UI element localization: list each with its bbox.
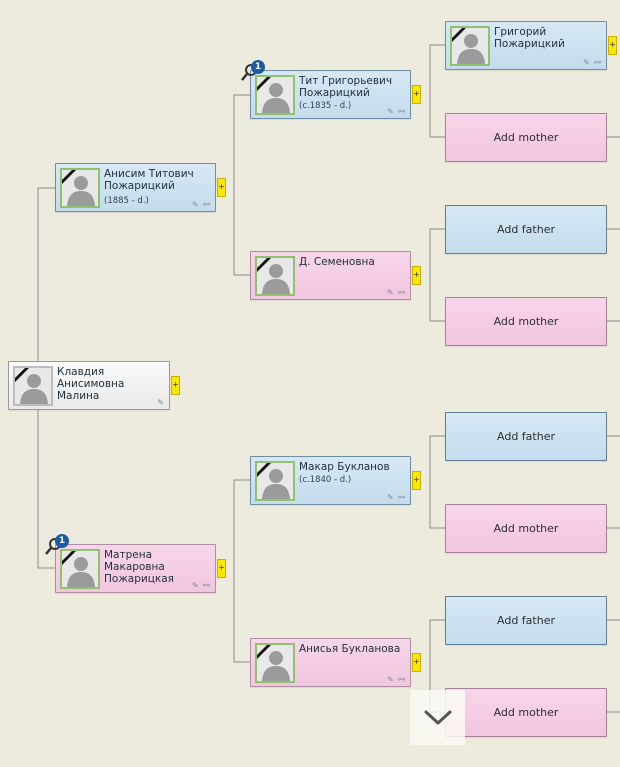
person-card-paternal-grandfather[interactable]: Тит Григорьевич Пожарицкий (c.1835 - d.)… bbox=[250, 70, 411, 119]
person-card-great-grandfather[interactable]: Григорий Пожарицкий ✎ ⚯ bbox=[445, 21, 607, 70]
add-mother-label: Add mother bbox=[493, 131, 559, 144]
silhouette-icon bbox=[255, 256, 295, 296]
expand-mm-button[interactable]: + bbox=[412, 653, 421, 672]
add-mother-button[interactable]: Add mother bbox=[445, 688, 607, 737]
person-name: Д. Семеновна bbox=[299, 256, 375, 268]
expand-mf-button[interactable]: + bbox=[412, 471, 421, 490]
person-dates: (1885 - d.) bbox=[104, 196, 149, 206]
silhouette-icon bbox=[255, 75, 295, 115]
person-name: Матрена Макаровна Пожарицкая bbox=[104, 549, 174, 585]
person-dates: (c.1835 - d.) bbox=[299, 101, 352, 111]
person-name: Григорий Пожарицкий bbox=[494, 26, 565, 50]
silhouette-icon bbox=[13, 366, 53, 406]
person-card-paternal-grandmother[interactable]: Д. Семеновна ✎ ⚯ bbox=[250, 251, 411, 300]
person-card-maternal-grandmother[interactable]: Анисья Букланова ✎ ⚯ bbox=[250, 638, 411, 687]
person-card-root[interactable]: Клавдия Анисимовна Малина ✎ bbox=[8, 361, 170, 410]
expand-fff-button[interactable]: + bbox=[608, 36, 617, 55]
person-dates: (c.1840 - d.) bbox=[299, 475, 352, 485]
add-mother-label: Add mother bbox=[493, 315, 559, 328]
person-card-father[interactable]: Анисим Титович Пожарицкий (1885 - d.) ✎ … bbox=[55, 163, 216, 212]
add-mother-button[interactable]: Add mother bbox=[445, 504, 607, 553]
silhouette-icon bbox=[255, 461, 295, 501]
person-name: Макар Букланов bbox=[299, 461, 390, 473]
tree-icon[interactable]: ✎ ⚯ bbox=[387, 675, 406, 684]
silhouette-icon bbox=[255, 643, 295, 683]
record-hints-badge[interactable]: 1 bbox=[55, 534, 69, 548]
chevron-down-icon bbox=[424, 710, 451, 724]
expand-root-button[interactable]: + bbox=[171, 376, 180, 395]
person-card-mother[interactable]: Матрена Макаровна Пожарицкая ✎ ⚯ bbox=[55, 544, 216, 593]
tree-icon[interactable]: ✎ ⚯ bbox=[583, 58, 602, 67]
expand-mother-button[interactable]: + bbox=[217, 559, 226, 578]
tree-icon[interactable]: ✎ ⚯ bbox=[387, 493, 406, 502]
add-mother-label: Add mother bbox=[493, 706, 559, 719]
add-mother-label: Add mother bbox=[493, 522, 559, 535]
add-father-button[interactable]: Add father bbox=[445, 412, 607, 461]
add-mother-button[interactable]: Add mother bbox=[445, 113, 607, 162]
scroll-down-button[interactable] bbox=[410, 690, 465, 745]
silhouette-icon bbox=[450, 26, 490, 66]
pencil-icon[interactable]: ✎ bbox=[157, 398, 165, 407]
person-name: Тит Григорьевич Пожарицкий bbox=[299, 75, 393, 99]
person-name: Анисья Букланова bbox=[299, 643, 401, 655]
tree-icon[interactable]: ✎ ⚯ bbox=[387, 107, 406, 116]
person-name: Анисим Титович Пожарицкий bbox=[104, 168, 194, 192]
expand-ff-button[interactable]: + bbox=[412, 85, 421, 104]
silhouette-icon bbox=[60, 549, 100, 589]
add-father-label: Add father bbox=[497, 223, 555, 236]
add-father-button[interactable]: Add father bbox=[445, 205, 607, 254]
person-card-maternal-grandfather[interactable]: Макар Букланов (c.1840 - d.) ✎ ⚯ bbox=[250, 456, 411, 505]
expand-fm-button[interactable]: + bbox=[412, 266, 421, 285]
tree-icon[interactable]: ✎ ⚯ bbox=[192, 581, 211, 590]
tree-icon[interactable]: ✎ ⚯ bbox=[192, 200, 211, 209]
add-mother-button[interactable]: Add mother bbox=[445, 297, 607, 346]
record-hints-badge[interactable]: 1 bbox=[251, 60, 265, 74]
person-name: Клавдия Анисимовна Малина bbox=[57, 366, 125, 402]
tree-icon[interactable]: ✎ ⚯ bbox=[387, 288, 406, 297]
silhouette-icon bbox=[60, 168, 100, 208]
add-father-button[interactable]: Add father bbox=[445, 596, 607, 645]
add-father-label: Add father bbox=[497, 614, 555, 627]
expand-father-button[interactable]: + bbox=[217, 178, 226, 197]
add-father-label: Add father bbox=[497, 430, 555, 443]
